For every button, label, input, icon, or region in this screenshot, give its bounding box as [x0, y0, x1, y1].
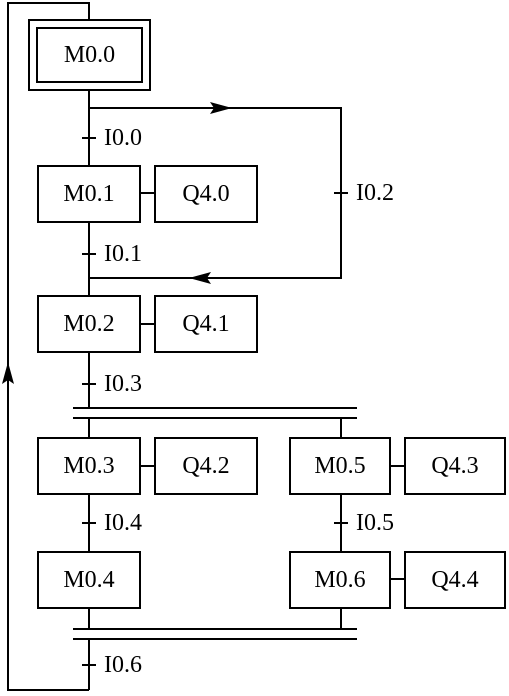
- step-m06-label: M0.6: [314, 567, 365, 593]
- action-q43-label: Q4.3: [431, 453, 478, 479]
- transition-i00-label: I0.0: [104, 125, 142, 151]
- step-m01: M0.1: [37, 165, 141, 223]
- arrow-left-icon: [189, 272, 211, 284]
- transition-i05-label: I0.5: [356, 510, 394, 536]
- divergence-bar: [73, 407, 357, 419]
- transition-i06-label: I0.6: [104, 652, 142, 678]
- step-m05: M0.5: [289, 437, 391, 495]
- step-m01-label: M0.1: [63, 181, 114, 207]
- transition-i03-label: I0.3: [104, 371, 142, 397]
- action-q40-label: Q4.0: [182, 181, 229, 207]
- action-q42-label: Q4.2: [182, 453, 229, 479]
- return-loop-line: [7, 2, 90, 691]
- action-q44-label: Q4.4: [431, 567, 478, 593]
- step-m03-label: M0.3: [63, 453, 114, 479]
- action-q42: Q4.2: [154, 437, 258, 495]
- action-q44: Q4.4: [404, 551, 506, 609]
- transition-i01-label: I0.1: [104, 241, 142, 267]
- action-q43: Q4.3: [404, 437, 506, 495]
- step-m06: M0.6: [289, 551, 391, 609]
- step-m04: M0.4: [37, 551, 141, 609]
- step-m00: M0.0: [28, 19, 151, 91]
- step-m02-label: M0.2: [63, 311, 114, 337]
- action-q41-label: Q4.1: [182, 311, 229, 337]
- step-m03: M0.3: [37, 437, 141, 495]
- step-m05-label: M0.5: [314, 453, 365, 479]
- convergence-bar: [73, 628, 357, 640]
- step-m04-label: M0.4: [63, 567, 114, 593]
- arrow-right-icon: [210, 102, 232, 114]
- transition-ticks: [82, 137, 348, 666]
- action-q40: Q4.0: [154, 165, 258, 223]
- transition-i04-label: I0.4: [104, 510, 142, 536]
- transition-i02-label: I0.2: [356, 180, 394, 206]
- step-m02: M0.2: [37, 295, 141, 353]
- arrow-up-icon: [2, 362, 14, 384]
- action-q41: Q4.1: [154, 295, 258, 353]
- step-m00-label: M0.0: [64, 42, 115, 68]
